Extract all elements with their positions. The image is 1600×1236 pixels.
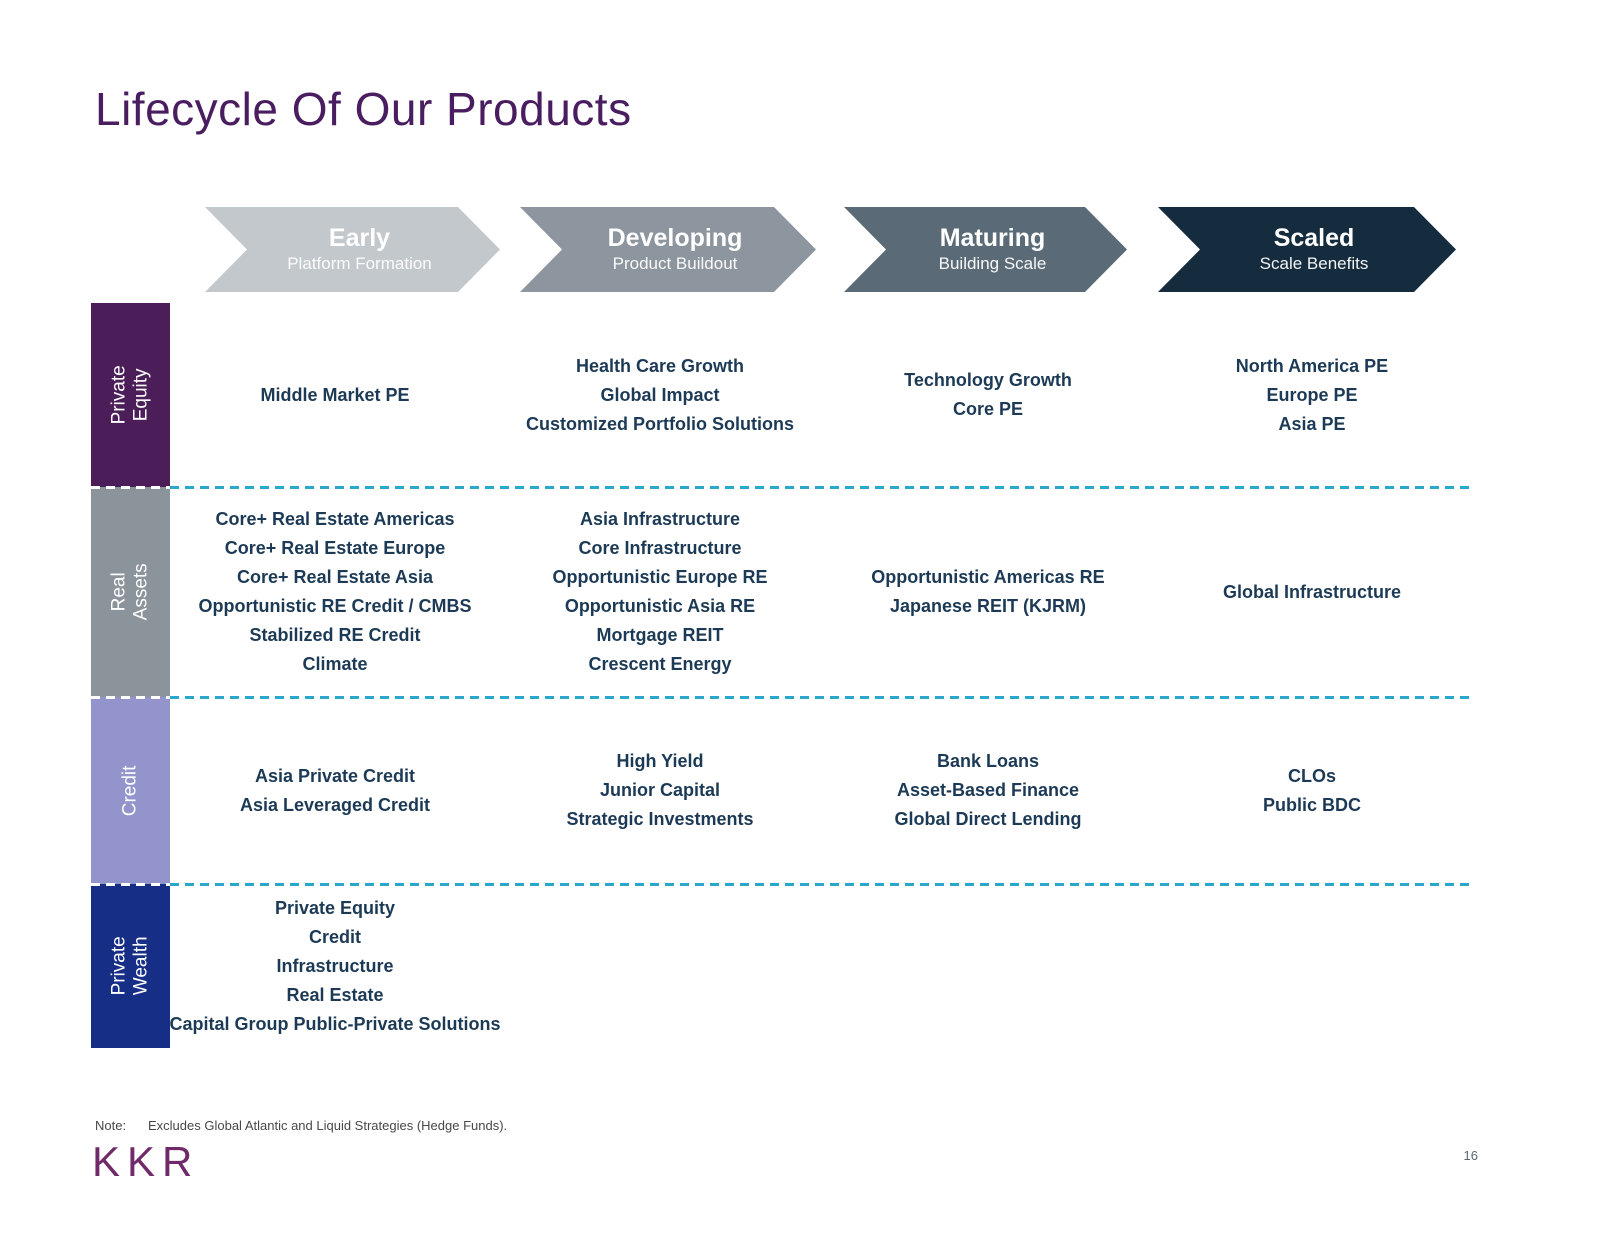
product-item: Core Infrastructure bbox=[578, 538, 742, 558]
row-band-private-wealth: Private Wealth bbox=[91, 884, 170, 1048]
product-item: Credit bbox=[308, 926, 361, 947]
product-item: Asia Leveraged Credit bbox=[239, 794, 431, 815]
product-item: Global Direct Lending bbox=[894, 809, 1082, 829]
product-item: Health Care Growth bbox=[575, 355, 745, 376]
row-band-credit: Credit bbox=[91, 697, 170, 884]
product-item: Core+ Real Estate Asia bbox=[237, 567, 433, 587]
row-divider bbox=[91, 696, 1475, 699]
product-item: Opportunistic Americas RE bbox=[871, 567, 1105, 587]
product-item: Strategic Investments bbox=[566, 809, 754, 829]
cell-private-wealth-early: Private Equity Credit Infrastructure Rea… bbox=[169, 884, 501, 1048]
cell-real-assets-early: Core+ Real Estate Americas Core+ Real Es… bbox=[170, 487, 500, 697]
product-item: Technology Growth bbox=[904, 370, 1072, 390]
product-item: Asset-Based Finance bbox=[896, 780, 1080, 800]
stage-label: Maturing bbox=[939, 224, 1046, 253]
product-item: Asia Private Credit bbox=[254, 765, 416, 786]
stage-label: Early bbox=[328, 224, 391, 253]
cell-credit-early: Asia Private Credit Asia Leveraged Credi… bbox=[170, 697, 500, 884]
stage-label: Developing bbox=[607, 224, 743, 253]
product-item: Stabilized RE Credit bbox=[249, 625, 421, 645]
product-item: CLOs bbox=[1287, 765, 1336, 786]
note-text: Excludes Global Atlantic and Liquid Stra… bbox=[148, 1118, 508, 1133]
row-label: Real Assets bbox=[108, 563, 152, 621]
stage-label: Scaled bbox=[1273, 224, 1355, 253]
product-item: Junior Capital bbox=[599, 780, 720, 800]
product-item: Asia Infrastructure bbox=[579, 509, 741, 529]
product-item: Global Impact bbox=[600, 384, 720, 405]
page-title: Lifecycle Of Our Products bbox=[95, 83, 632, 135]
cell-private-equity-maturing: Technology Growth Core PE bbox=[823, 303, 1153, 487]
cell-private-equity-early: Middle Market PE bbox=[170, 303, 500, 487]
product-item: Middle Market PE bbox=[260, 384, 410, 405]
product-item: Capital Group Public-Private Solutions bbox=[169, 1013, 501, 1034]
cell-credit-scaled: CLOs Public BDC bbox=[1147, 697, 1477, 884]
product-item: Global Infrastructure bbox=[1222, 581, 1402, 602]
stage-sublabel: Scale Benefits bbox=[1259, 254, 1369, 274]
stage-maturing: Maturing Building Scale bbox=[844, 207, 1127, 292]
stage-developing: Developing Product Buildout bbox=[520, 207, 816, 292]
cell-private-equity-scaled: North America PE Europe PE Asia PE bbox=[1147, 303, 1477, 487]
product-item: Opportunistic Asia RE bbox=[564, 596, 756, 616]
product-item: Core PE bbox=[952, 399, 1024, 419]
row-label: Credit bbox=[119, 765, 141, 816]
page-number: 16 bbox=[1463, 1148, 1478, 1163]
stage-early: Early Platform Formation bbox=[205, 207, 500, 292]
cell-credit-developing: High Yield Junior Capital Strategic Inve… bbox=[495, 697, 825, 884]
product-item: Mortgage REIT bbox=[596, 625, 724, 645]
cell-real-assets-developing: Asia Infrastructure Core Infrastructure … bbox=[495, 487, 825, 697]
row-label: Private Equity bbox=[108, 365, 152, 425]
row-divider bbox=[91, 883, 1475, 886]
product-item: Climate bbox=[302, 654, 368, 674]
product-item: Europe PE bbox=[1266, 384, 1358, 405]
product-item: Opportunistic Europe RE bbox=[552, 567, 768, 587]
row-divider bbox=[91, 486, 1475, 489]
product-item: Customized Portfolio Solutions bbox=[526, 413, 794, 434]
product-item: Private Equity bbox=[274, 897, 396, 918]
row-label: Private Wealth bbox=[108, 936, 152, 996]
product-item: Crescent Energy bbox=[588, 654, 732, 674]
product-item: Opportunistic RE Credit / CMBS bbox=[198, 596, 472, 616]
cell-real-assets-scaled: Global Infrastructure bbox=[1147, 487, 1477, 697]
row-band-real-assets: Real Assets bbox=[91, 487, 170, 697]
cell-private-equity-developing: Health Care Growth Global Impact Customi… bbox=[495, 303, 825, 487]
product-item: Core+ Real Estate Europe bbox=[224, 538, 446, 558]
cell-credit-maturing: Bank Loans Asset-Based Finance Global Di… bbox=[823, 697, 1153, 884]
product-item: North America PE bbox=[1235, 355, 1389, 376]
product-item: Infrastructure bbox=[276, 955, 394, 976]
stage-sublabel: Product Buildout bbox=[612, 254, 738, 274]
product-item: Core+ Real Estate Americas bbox=[215, 509, 455, 529]
product-item: Bank Loans bbox=[936, 751, 1040, 771]
kkr-logo: KKR bbox=[92, 1138, 200, 1185]
product-item: Japanese REIT (KJRM) bbox=[889, 596, 1087, 616]
note-label: Note: bbox=[95, 1118, 127, 1133]
stage-sublabel: Platform Formation bbox=[287, 254, 432, 274]
stage-sublabel: Building Scale bbox=[938, 254, 1047, 274]
product-item: High Yield bbox=[616, 751, 704, 771]
stage-scaled: Scaled Scale Benefits bbox=[1158, 207, 1456, 292]
row-band-private-equity: Private Equity bbox=[91, 303, 170, 487]
product-item: Public BDC bbox=[1262, 794, 1361, 815]
cell-real-assets-maturing: Opportunistic Americas RE Japanese REIT … bbox=[823, 487, 1153, 697]
product-item: Asia PE bbox=[1278, 413, 1346, 434]
product-item: Real Estate bbox=[286, 984, 384, 1005]
